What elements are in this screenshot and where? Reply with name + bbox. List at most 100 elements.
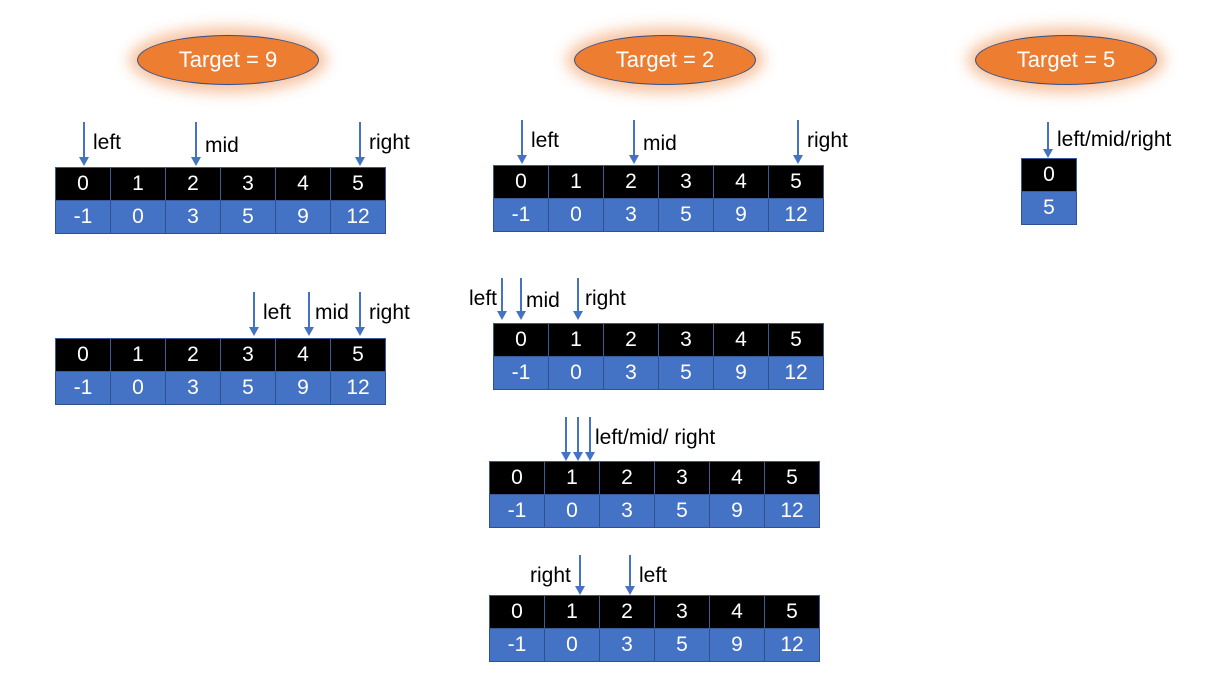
arrow-down-icon <box>355 292 365 336</box>
array-table: 0 1 2 3 4 5 -1 0 3 5 9 12 <box>493 323 824 390</box>
array-table: 0 1 2 3 4 5 -1 0 3 5 9 12 <box>55 167 386 234</box>
value-cell: 9 <box>713 356 769 390</box>
target-9-label: Target = 9 <box>137 35 319 85</box>
left-pointer <box>561 417 571 461</box>
value-cell: 3 <box>599 628 655 662</box>
left-pointer: left <box>517 120 560 164</box>
value-cell: -1 <box>55 371 111 405</box>
arrow-down-icon <box>574 555 585 595</box>
arrow-down-icon <box>793 120 803 164</box>
right-pointer: right <box>355 122 410 166</box>
arrow-down-icon <box>355 122 365 166</box>
arrow-down-icon <box>629 120 639 164</box>
index-cell: 5 <box>768 323 824 357</box>
mid-pointer: mid <box>191 122 239 166</box>
arrow-down-icon <box>249 292 259 336</box>
value-cell: 5 <box>658 198 714 232</box>
mid-label: mid <box>643 132 677 155</box>
value-cell: 0 <box>110 371 166 405</box>
left-label: left <box>639 564 668 587</box>
array-table: 0 5 <box>1021 158 1077 225</box>
mid-label: mid <box>315 301 349 324</box>
index-cell: 2 <box>599 461 655 495</box>
arrow-down-icon <box>573 417 583 461</box>
index-cell: 0 <box>489 595 545 629</box>
arrow-down-icon <box>191 122 201 166</box>
value-cell: 5 <box>654 494 710 528</box>
right-pointer: right <box>530 555 585 595</box>
index-cell: 0 <box>493 323 549 357</box>
left-mid-right-label: left/mid/right <box>1057 128 1172 151</box>
value-cell: 12 <box>768 356 824 390</box>
index-cell: 3 <box>220 167 276 201</box>
arrow-down-icon <box>1043 122 1053 158</box>
value-cell: 12 <box>764 628 820 662</box>
value-cell: 5 <box>654 628 710 662</box>
array-table: 0 1 2 3 4 5 -1 0 3 5 9 12 <box>489 595 820 662</box>
index-cell: 0 <box>55 338 111 372</box>
index-cell: 5 <box>764 461 820 495</box>
right-label: right <box>369 301 410 324</box>
value-cell: 9 <box>709 494 765 528</box>
value-cell: 0 <box>544 494 600 528</box>
value-cell: 3 <box>603 198 659 232</box>
index-cell: 1 <box>110 338 166 372</box>
value-cell: 12 <box>768 198 824 232</box>
arrow-down-icon <box>517 120 527 164</box>
right-pointer: right <box>573 278 626 320</box>
array-table: 0 1 2 3 4 5 -1 0 3 5 9 12 <box>489 461 820 528</box>
index-cell: 1 <box>548 323 604 357</box>
left-label: left <box>469 287 498 310</box>
index-cell: 2 <box>165 338 221 372</box>
index-cell: 5 <box>330 338 386 372</box>
index-cell: 3 <box>658 165 714 199</box>
value-cell: 12 <box>330 371 386 405</box>
left-label: left <box>531 129 560 152</box>
index-cell: 1 <box>110 167 166 201</box>
left-pointer: left <box>625 555 668 595</box>
value-cell: 0 <box>548 198 604 232</box>
value-cell: 9 <box>275 200 331 234</box>
value-cell: 9 <box>713 198 769 232</box>
value-cell: 12 <box>330 200 386 234</box>
arrow-down-icon <box>573 278 583 320</box>
arrow-down-icon <box>625 555 635 595</box>
index-cell: 0 <box>1021 158 1077 192</box>
index-cell: 3 <box>220 338 276 372</box>
index-cell: 4 <box>713 165 769 199</box>
index-cell: 1 <box>544 595 600 629</box>
left-mid-right-label: left/mid/ right <box>595 426 716 449</box>
value-cell: 3 <box>599 494 655 528</box>
index-cell: 4 <box>275 338 331 372</box>
arrow-down-icon <box>516 278 526 320</box>
left-pointer: left <box>469 278 508 320</box>
arrow-down-icon <box>304 292 314 336</box>
left-pointer: left <box>79 122 122 166</box>
value-cell: -1 <box>493 198 549 232</box>
index-cell: 1 <box>548 165 604 199</box>
mid-pointer: mid <box>629 120 677 164</box>
mid-pointer <box>573 417 583 461</box>
value-cell: 12 <box>764 494 820 528</box>
mid-label: mid <box>205 134 239 157</box>
index-cell: 4 <box>709 461 765 495</box>
index-cell: 0 <box>489 461 545 495</box>
mid-label: mid <box>526 289 560 312</box>
index-cell: 3 <box>654 461 710 495</box>
mid-pointer: mid <box>516 278 560 320</box>
array-table: 0 1 2 3 4 5 -1 0 3 5 9 12 <box>493 165 824 232</box>
value-cell: 9 <box>709 628 765 662</box>
left-label: left <box>93 131 122 154</box>
value-cell: 5 <box>658 356 714 390</box>
index-cell: 4 <box>709 595 765 629</box>
value-cell: -1 <box>55 200 111 234</box>
index-cell: 4 <box>713 323 769 357</box>
right-pointer: left/mid/ right <box>585 417 716 461</box>
left-pointer: left <box>249 292 291 336</box>
index-cell: 5 <box>768 165 824 199</box>
right-pointer: right <box>793 120 848 164</box>
arrow-down-icon <box>79 122 89 166</box>
index-cell: 2 <box>599 595 655 629</box>
index-cell: 4 <box>275 167 331 201</box>
value-cell: 5 <box>220 371 276 405</box>
